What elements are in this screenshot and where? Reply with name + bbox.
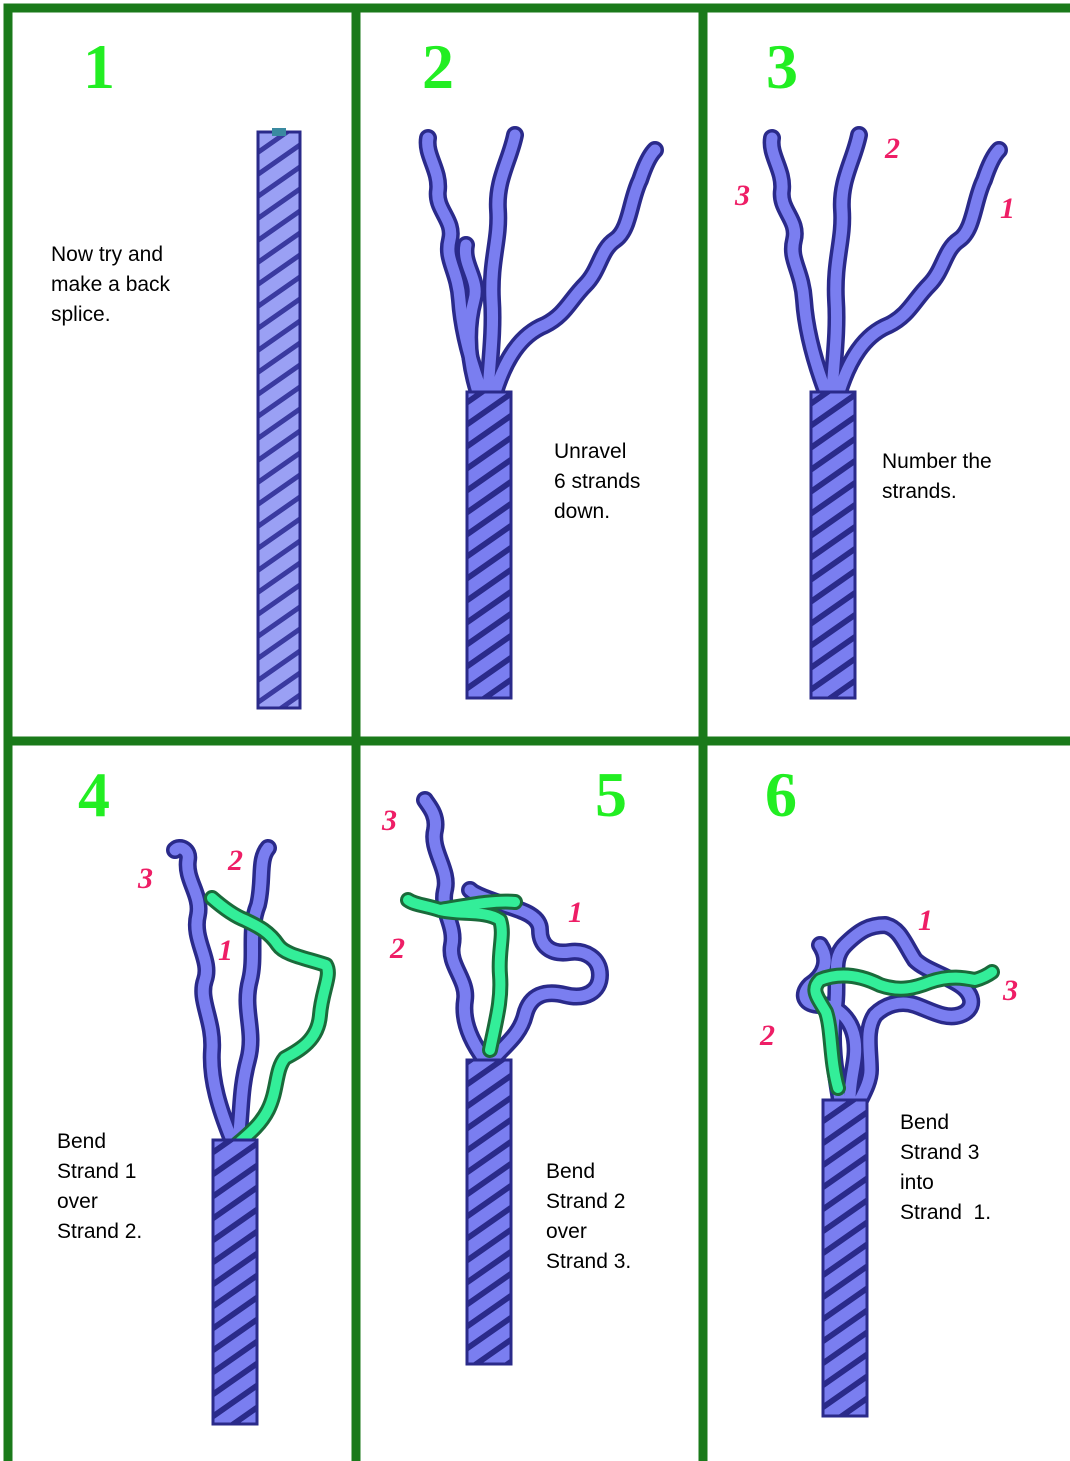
step-number-2: 2 <box>422 31 454 102</box>
strand-number-1-label: 1 <box>918 904 933 937</box>
strand-number-3-label: 3 <box>137 862 153 895</box>
panel-grid <box>8 8 1070 1461</box>
step-number-4: 4 <box>78 759 110 830</box>
rope-unravelled <box>428 135 655 698</box>
caption-step-1: Now try and make a back splice. <box>51 240 170 330</box>
rope-step-5 <box>408 800 600 1364</box>
rope-step-4 <box>175 848 328 1424</box>
rope-intact <box>258 128 300 708</box>
rope-numbered <box>772 135 999 698</box>
step-number-6: 6 <box>765 759 797 830</box>
step-number-5: 5 <box>595 759 627 830</box>
step-number-1: 1 <box>83 31 115 102</box>
caption-step-2: Unravel 6 strands down. <box>554 437 640 527</box>
strand-number-3-label: 3 <box>1002 974 1018 1007</box>
strand-number-2-label: 2 <box>227 844 243 877</box>
strand-number-1-label: 1 <box>568 896 583 929</box>
strand-number-3-label: 3 <box>381 804 397 837</box>
caption-step-6: Bend Strand 3 into Strand 1. <box>900 1108 991 1228</box>
strand-number-2-label: 2 <box>389 932 405 965</box>
strand-number-1-label: 1 <box>1000 192 1015 225</box>
step-number-3: 3 <box>766 31 798 102</box>
strand-number-3-label: 3 <box>734 179 750 212</box>
caption-step-3: Number the strands. <box>882 447 992 507</box>
strand-number-2-label: 2 <box>884 132 900 165</box>
strand-number-2-label: 2 <box>759 1019 775 1052</box>
caption-step-5: Bend Strand 2 over Strand 3. <box>546 1157 631 1277</box>
strand-number-1-label: 1 <box>218 934 233 967</box>
caption-step-4: Bend Strand 1 over Strand 2. <box>57 1127 142 1247</box>
